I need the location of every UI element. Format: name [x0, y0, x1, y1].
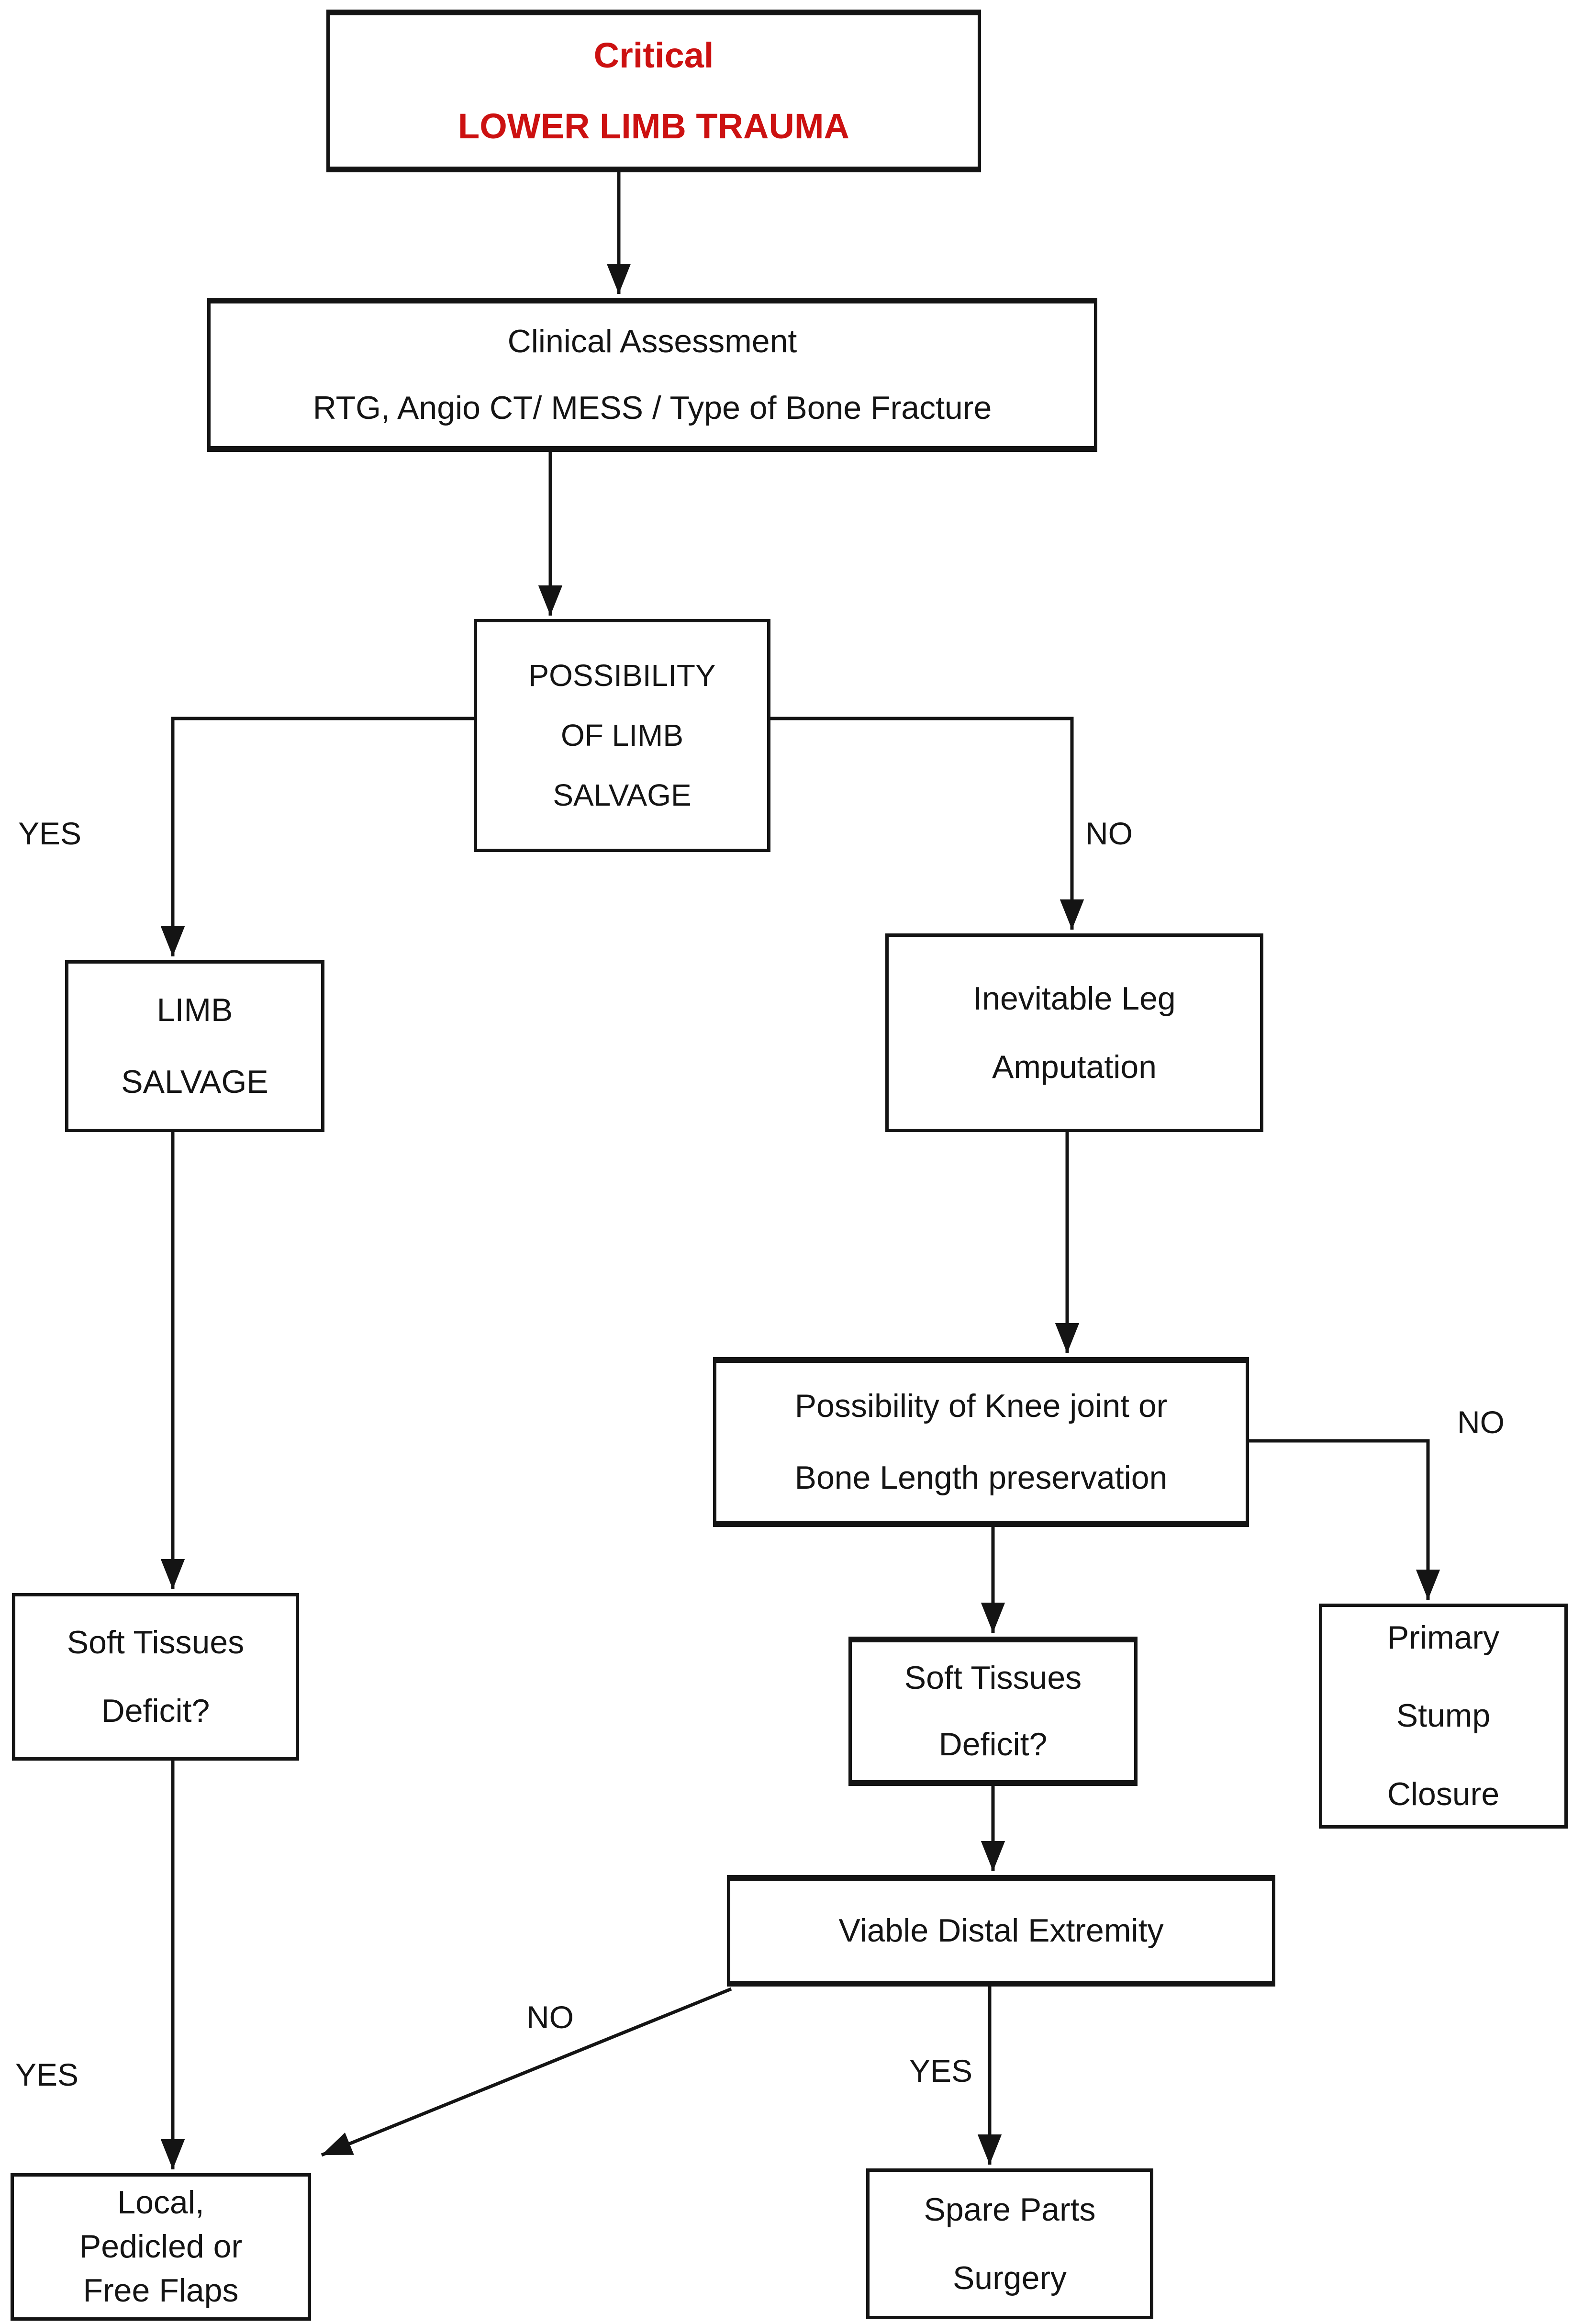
edge-possibility-yes-to-limb: [160, 717, 474, 956]
node-local-pedicled-free-flaps: Local, Pedicled or Free Flaps: [11, 2173, 311, 2321]
text-line: Primary: [1387, 1619, 1500, 1656]
text-line: Free Flaps: [83, 2272, 239, 2309]
text-line: Surgery: [952, 2259, 1067, 2296]
text-line: Soft Tissues: [67, 1624, 245, 1661]
node-knee-joint-bone-length-preservation: Possibility of Knee joint or Bone Length…: [713, 1357, 1249, 1527]
text-line: LIMB: [156, 991, 233, 1028]
label-no-viable-extremity: NO: [526, 1999, 574, 2035]
text-line: Local,: [117, 2184, 204, 2221]
edge-possibility-no-to-amputation: [770, 717, 1084, 930]
node-critical-lower-limb-trauma: Critical LOWER LIMB TRAUMA: [326, 10, 981, 172]
text-line: Deficit?: [101, 1693, 210, 1729]
text-line: Bone Length preservation: [794, 1459, 1168, 1496]
text-line: Critical: [593, 35, 714, 75]
text-line: Closure: [1387, 1775, 1500, 1812]
text-line: POSSIBILITY: [528, 658, 716, 693]
label-no-limb-salvage: NO: [1085, 816, 1133, 851]
node-inevitable-leg-amputation: Inevitable Leg Amputation: [885, 933, 1263, 1132]
text-line: Viable Distal Extremity: [838, 1912, 1164, 1949]
text-line: Clinical Assessment: [507, 323, 797, 359]
text-line: Stump: [1396, 1697, 1491, 1734]
text-line: Deficit?: [938, 1726, 1048, 1763]
node-viable-distal-extremity: Viable Distal Extremity: [727, 1875, 1275, 1987]
label-no-bone-preservation: NO: [1457, 1404, 1505, 1440]
text-line: LOWER LIMB TRAUMA: [458, 106, 849, 146]
label-yes-viable-extremity: YES: [909, 2053, 973, 2088]
label-yes-soft-tissue-deficit: YES: [15, 2057, 79, 2092]
text-line: SALVAGE: [121, 1063, 268, 1100]
edge-knee-no-to-primary: [1249, 1439, 1440, 1600]
text-line: Soft Tissues: [904, 1659, 1082, 1696]
node-soft-tissues-deficit-middle: Soft Tissues Deficit?: [848, 1637, 1138, 1786]
text-line: RTG, Angio CT/ MESS / Type of Bone Fract…: [312, 390, 992, 426]
text-line: SALVAGE: [553, 777, 692, 812]
text-line: Inevitable Leg: [973, 980, 1176, 1017]
node-spare-parts-surgery: Spare Parts Surgery: [866, 2168, 1153, 2319]
text-line: OF LIMB: [560, 718, 684, 753]
text-line: Spare Parts: [924, 2191, 1096, 2228]
node-possibility-of-limb-salvage: POSSIBILITY OF LIMB SALVAGE: [474, 619, 770, 852]
text-line: Possibility of Knee joint or: [794, 1387, 1168, 1424]
node-primary-stump-closure: Primary Stump Closure: [1319, 1604, 1568, 1829]
label-yes-limb-salvage: YES: [18, 816, 82, 851]
text-line: Amputation: [992, 1048, 1157, 1085]
text-line: Pedicled or: [79, 2228, 243, 2265]
node-soft-tissues-deficit-left: Soft Tissues Deficit?: [12, 1593, 299, 1761]
edge-viable-no-to-local: [321, 1987, 732, 2157]
node-clinical-assessment: Clinical Assessment RTG, Angio CT/ MESS …: [207, 298, 1097, 452]
node-limb-salvage: LIMB SALVAGE: [65, 960, 324, 1132]
